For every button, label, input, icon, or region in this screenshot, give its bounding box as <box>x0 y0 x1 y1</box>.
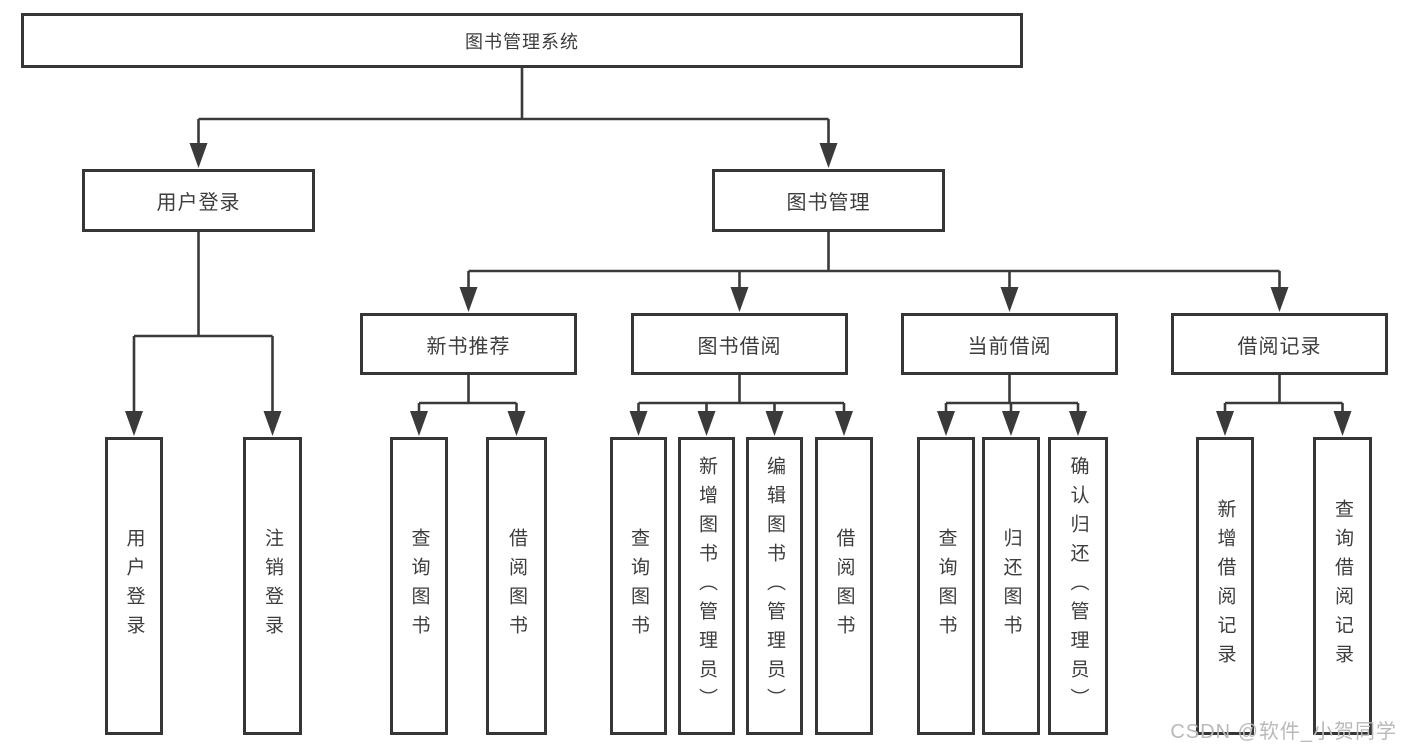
leaf-user-login: 用户登录 <box>105 437 163 735</box>
node-book-borrowing: 图书借阅 <box>631 313 848 375</box>
node-label: 借阅图书 <box>506 528 527 644</box>
leaf-query-books-borrow: 查询图书 <box>610 437 667 735</box>
node-label: 查询图书 <box>628 528 649 644</box>
leaf-edit-books-admin: 编辑图书（管理员） <box>746 437 803 735</box>
node-user-login: 用户登录 <box>82 169 315 232</box>
node-label: 新增图书（管理员） <box>696 455 717 717</box>
node-label: 确认归还（管理员） <box>1067 455 1089 717</box>
node-label: 借阅记录 <box>1237 335 1322 358</box>
node-label: 注销登录 <box>262 528 283 644</box>
leaf-query-books-current: 查询图书 <box>917 437 975 735</box>
node-book-management: 图书管理 <box>712 169 945 232</box>
node-label: 编辑图书（管理员） <box>764 455 785 717</box>
watermark-text: CSDN @软件_小贺同学 <box>1170 721 1397 743</box>
node-current-borrowing: 当前借阅 <box>901 313 1118 375</box>
node-label: 用户登录 <box>156 192 241 214</box>
node-label: 查询图书 <box>408 528 430 644</box>
node-label: 图书管理系统 <box>465 31 579 52</box>
node-borrowing-records: 借阅记录 <box>1171 313 1388 375</box>
node-label: 当前借阅 <box>967 335 1052 358</box>
node-label: 新增借阅记录 <box>1214 499 1236 673</box>
node-label: 图书借阅 <box>697 335 782 358</box>
node-label: 查询借阅记录 <box>1332 499 1353 673</box>
node-label: 图书管理 <box>786 192 871 214</box>
node-label: 归还图书 <box>1000 528 1022 644</box>
node-new-book-recommend: 新书推荐 <box>360 313 577 375</box>
node-label: 查询图书 <box>935 528 957 644</box>
leaf-add-borrow-record: 新增借阅记录 <box>1196 437 1254 735</box>
leaf-query-books-recommend: 查询图书 <box>390 437 448 735</box>
leaf-query-borrow-record: 查询借阅记录 <box>1313 437 1372 735</box>
leaf-borrow-books: 借阅图书 <box>815 437 873 735</box>
node-label: 用户登录 <box>123 528 145 644</box>
leaf-return-books: 归还图书 <box>982 437 1040 735</box>
leaf-add-books-admin: 新增图书（管理员） <box>678 437 735 735</box>
leaf-logout: 注销登录 <box>243 437 302 735</box>
leaf-confirm-return-admin: 确认归还（管理员） <box>1048 437 1108 735</box>
node-label: 借阅图书 <box>833 528 855 644</box>
node-library-management-system: 图书管理系统 <box>21 13 1023 68</box>
node-label: 新书推荐 <box>426 335 511 358</box>
leaf-borrow-books-recommend: 借阅图书 <box>486 437 547 735</box>
